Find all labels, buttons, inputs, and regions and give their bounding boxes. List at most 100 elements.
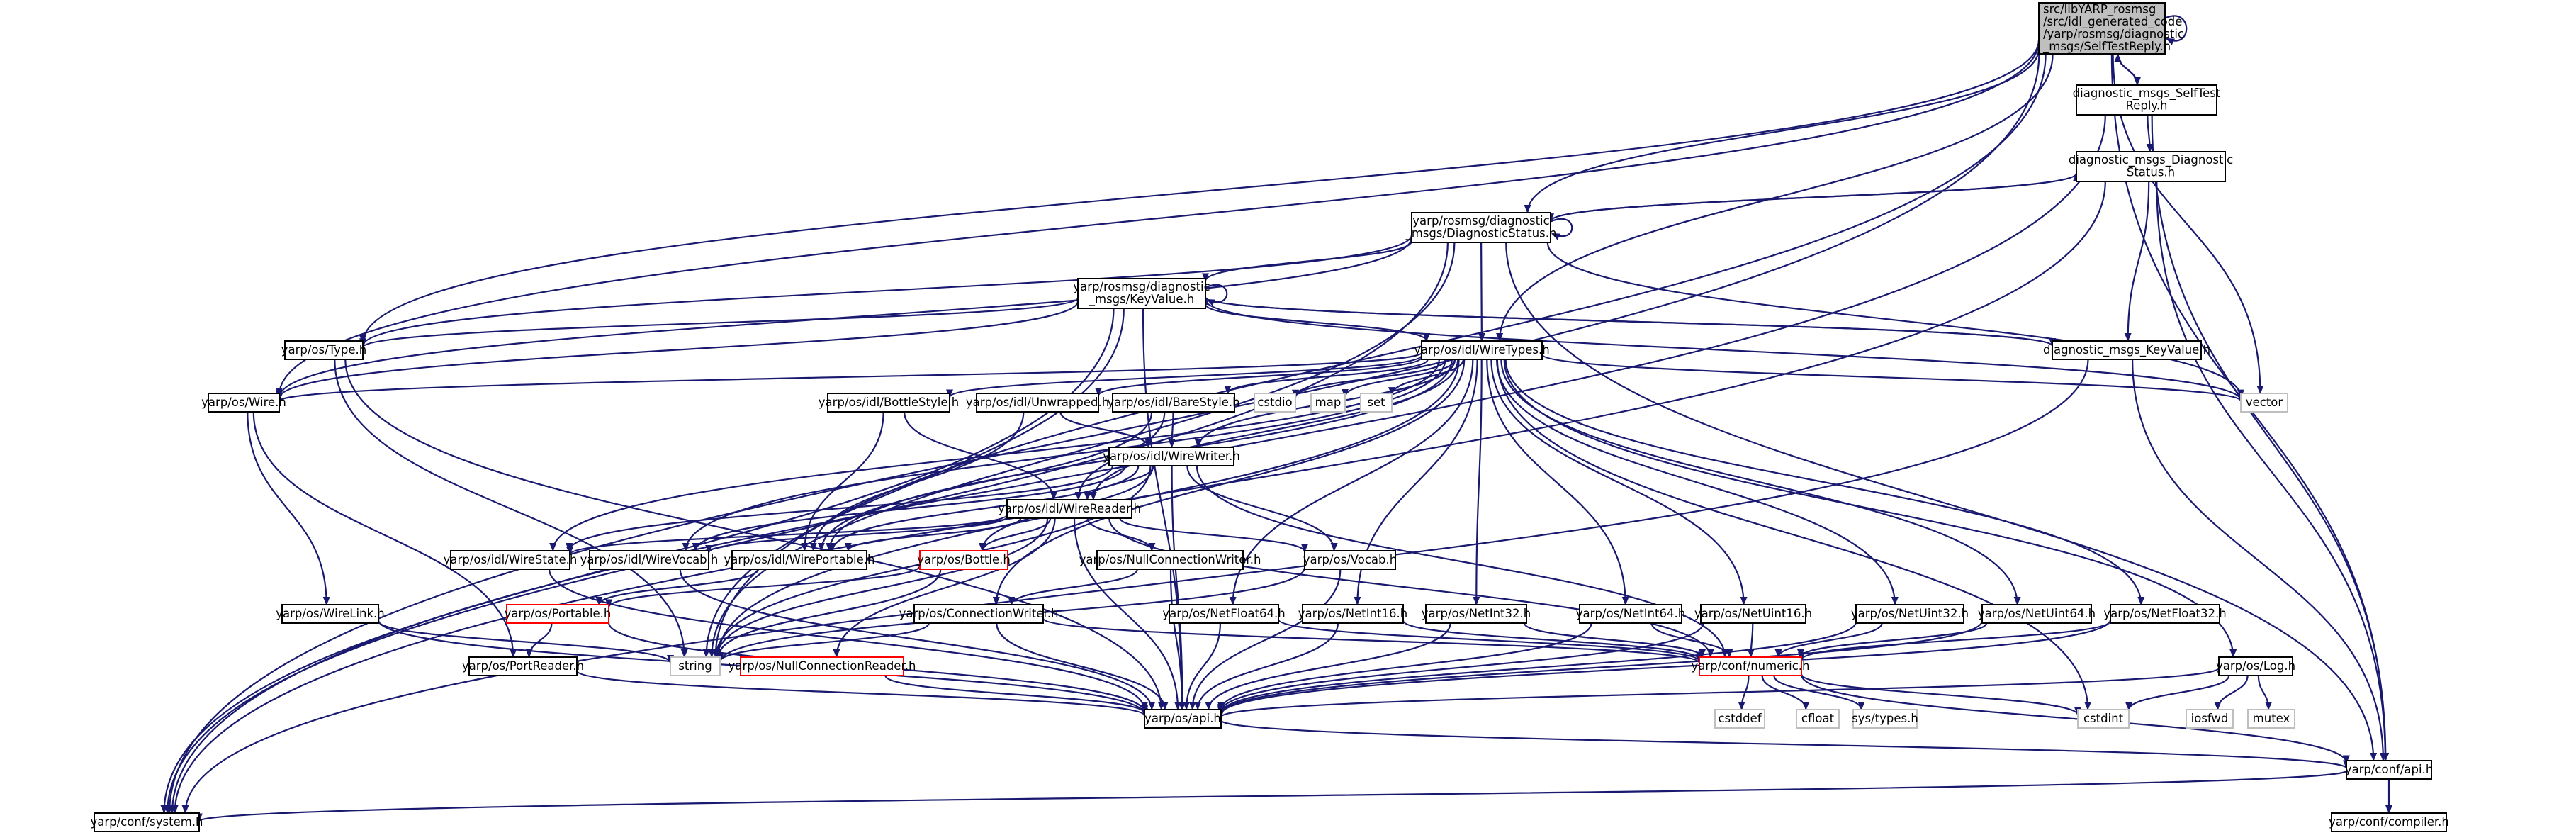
node-netuint32[interactable]: yarp/os/NetUint32.h (1851, 604, 1969, 624)
node-box (450, 550, 570, 570)
include-edge-ros_keyvalue-to-api_os (1142, 308, 1186, 710)
node-keyvalue[interactable]: diagnostic_msgs_KeyValue.h (2043, 340, 2210, 360)
include-edge-wiretypes-to-log (1503, 359, 2237, 658)
node-netfloat32[interactable]: yarp/os/NetFloat32.h (2103, 604, 2227, 624)
node-nullconnreader[interactable]: yarp/os/NullConnectionReader.h (729, 656, 916, 676)
include-edge-bottle-to-portable (605, 565, 921, 608)
node-label: yarp/os/idl/BareStyle.h (1107, 396, 1239, 409)
node-label: iosfwd (2191, 712, 2229, 725)
node-label: diagnostic_msgs_KeyValue.h (2043, 343, 2210, 357)
include-edge-root-to-vector (2112, 53, 2264, 394)
node-log[interactable]: yarp/os/Log.h (2216, 656, 2295, 676)
node-wireportable[interactable]: yarp/os/idl/WirePortable.h (724, 550, 875, 570)
include-edge-wiretypes-to-bottlestyle (946, 354, 1423, 398)
node-connwriter[interactable]: yarp/os/ConnectionWriter.h (899, 604, 1059, 624)
node-layer: src/libYARP_rosmsg/src/idl_generated_cod… (90, 2, 2449, 832)
include-edge-type-to-string (334, 359, 688, 658)
node-label: yarp/os/Wire.h (201, 396, 286, 409)
node-barestyle[interactable]: yarp/os/idl/BareStyle.h (1107, 393, 1240, 413)
node-bottlestyle[interactable]: yarp/os/idl/BottleStyle.h (819, 393, 959, 413)
include-edge-api_conf-to-system (196, 770, 2348, 822)
node-cstddef: cstddef (1714, 709, 1765, 729)
node-label: yarp/rosmsg/diagnostic (1073, 280, 1210, 293)
node-diagstatus[interactable]: diagnostic_msgs_DiagnosticStatus.h (2069, 151, 2233, 182)
node-label: yarp/os/Log.h (2216, 659, 2295, 673)
node-ros_diagstatus[interactable]: yarp/rosmsg/diagnostic_msgs/DiagnosticSt… (1405, 212, 1557, 243)
node-type[interactable]: yarp/os/Type.h (281, 340, 367, 360)
include-edge-wirevocab-to-api_os (679, 569, 1156, 710)
node-box (2110, 604, 2220, 624)
node-netuint64[interactable]: yarp/os/NetUint64.h (1978, 604, 2096, 624)
node-label: yarp/os/Portable.h (505, 607, 612, 620)
node-numeric[interactable]: yarp/conf/numeric.h (1692, 656, 1810, 676)
include-edge-wiretypes-to-netuint16 (1490, 359, 1748, 605)
node-ros_keyvalue[interactable]: yarp/rosmsg/diagnostic_msgs/KeyValue.h (1073, 278, 1210, 309)
node-box (281, 604, 379, 624)
include-edge-wiretypes-to-map (1342, 359, 1456, 398)
node-api_os[interactable]: yarp/os/api.h (1144, 709, 1222, 729)
include-edge-wirereader-to-numeric (1108, 517, 1714, 658)
node-compiler[interactable]: yarp/conf/compiler.h (2329, 812, 2449, 832)
node-netuint16[interactable]: yarp/os/NetUint16.h (1694, 604, 1812, 624)
node-bottle[interactable]: yarp/os/Bottle.h (917, 550, 1011, 570)
node-label: yarp/os/idl/Unwrapped.h (966, 396, 1109, 409)
node-wirestate[interactable]: yarp/os/idl/WireState.h (444, 550, 578, 570)
node-root[interactable]: src/libYARP_rosmsg/src/idl_generated_cod… (2038, 2, 2184, 55)
include-edge-wirewriter-to-wirestate (566, 465, 1113, 551)
include-edge-wiretypes-to-cstdint (1496, 359, 2092, 710)
node-label: yarp/os/NullConnectionReader.h (729, 659, 916, 673)
node-nullconnwriter[interactable]: yarp/os/NullConnectionWriter.h (1079, 550, 1261, 570)
node-box (2331, 812, 2447, 832)
node-label: Status.h (2127, 166, 2175, 179)
node-wirelink[interactable]: yarp/os/WireLink.h (276, 604, 385, 624)
node-box (731, 550, 867, 570)
node-label: _msgs/KeyValue.h (1089, 293, 1194, 307)
include-edge-ros_diagstatus-to-ros_diagstatus (1550, 218, 1573, 240)
include-edge-diagstatus-to-api_conf (2156, 181, 2389, 761)
node-wire[interactable]: yarp/os/Wire.h (201, 393, 286, 413)
include-edge-nullconnreader-to-api_os (884, 675, 1148, 715)
include-edge-wiretypes-to-netint32 (1473, 359, 1483, 605)
node-box (1112, 393, 1235, 413)
node-cstdio: cstdio (1254, 393, 1296, 413)
node-label: diagnostic_msgs_Diagnostic (2069, 153, 2233, 167)
node-cstdint: cstdint (2077, 709, 2130, 729)
node-box (208, 393, 280, 413)
include-edge-log-to-iosfwd (2214, 675, 2249, 710)
node-wirereader[interactable]: yarp/os/idl/WireReader.h (998, 499, 1141, 519)
node-unwrapped[interactable]: yarp/os/idl/Unwrapped.h (966, 393, 1109, 413)
node-wirewriter[interactable]: yarp/os/idl/WireWriter.h (1103, 447, 1240, 466)
node-box (1304, 550, 1396, 570)
node-netint32[interactable]: yarp/os/NetInt32.h (1422, 604, 1531, 624)
node-label: string (678, 659, 712, 673)
node-netint16[interactable]: yarp/os/NetInt16.h (1298, 604, 1407, 624)
node-netfloat64[interactable]: yarp/os/NetFloat64.h (1162, 604, 1286, 624)
node-label: mutex (2253, 712, 2290, 725)
node-portable[interactable]: yarp/os/Portable.h (505, 604, 612, 624)
node-label: sys/types.h (1852, 712, 1918, 725)
node-vocab[interactable]: yarp/os/Vocab.h (1303, 550, 1397, 570)
include-edge-keyvalue-to-api_conf (2132, 359, 2387, 761)
node-portreader[interactable]: yarp/os/PortReader.h (462, 656, 584, 676)
include-edge-wirereader-to-wirevocab (705, 515, 1008, 554)
node-label: yarp/rosmsg/diagnostic (1412, 214, 1549, 228)
node-label: yarp/os/idl/WireTypes.h (1414, 343, 1549, 357)
include-edge-wiretypes-to-unwrapped (1095, 357, 1423, 396)
node-box (2218, 656, 2293, 676)
node-iosfwd: iosfwd (2186, 709, 2234, 729)
include-edge-vocab-to-api_os (1188, 569, 1342, 710)
node-label: yarp/conf/numeric.h (1692, 659, 1810, 673)
node-wirevocab[interactable]: yarp/os/idl/WireVocab.h (580, 550, 719, 570)
node-label: map (1315, 396, 1342, 409)
node-box (976, 393, 1099, 413)
node-box (1254, 393, 1296, 413)
node-netint64[interactable]: yarp/os/NetInt64.h (1576, 604, 1685, 624)
node-label: yarp/os/NetUint64.h (1978, 607, 2096, 620)
include-edge-wirereader-to-vocab (1119, 517, 1308, 553)
node-wiretypes[interactable]: yarp/os/idl/WireTypes.h (1414, 340, 1550, 360)
include-edge-wiretypes-to-netint64 (1486, 359, 1629, 605)
node-box (1796, 709, 1840, 729)
node-selftest[interactable]: diagnostic_msgs_SelfTestReply.h (2073, 84, 2221, 116)
node-api_conf[interactable]: yarp/conf/api.h (2345, 760, 2434, 780)
node-system[interactable]: yarp/conf/system.h (90, 812, 203, 832)
